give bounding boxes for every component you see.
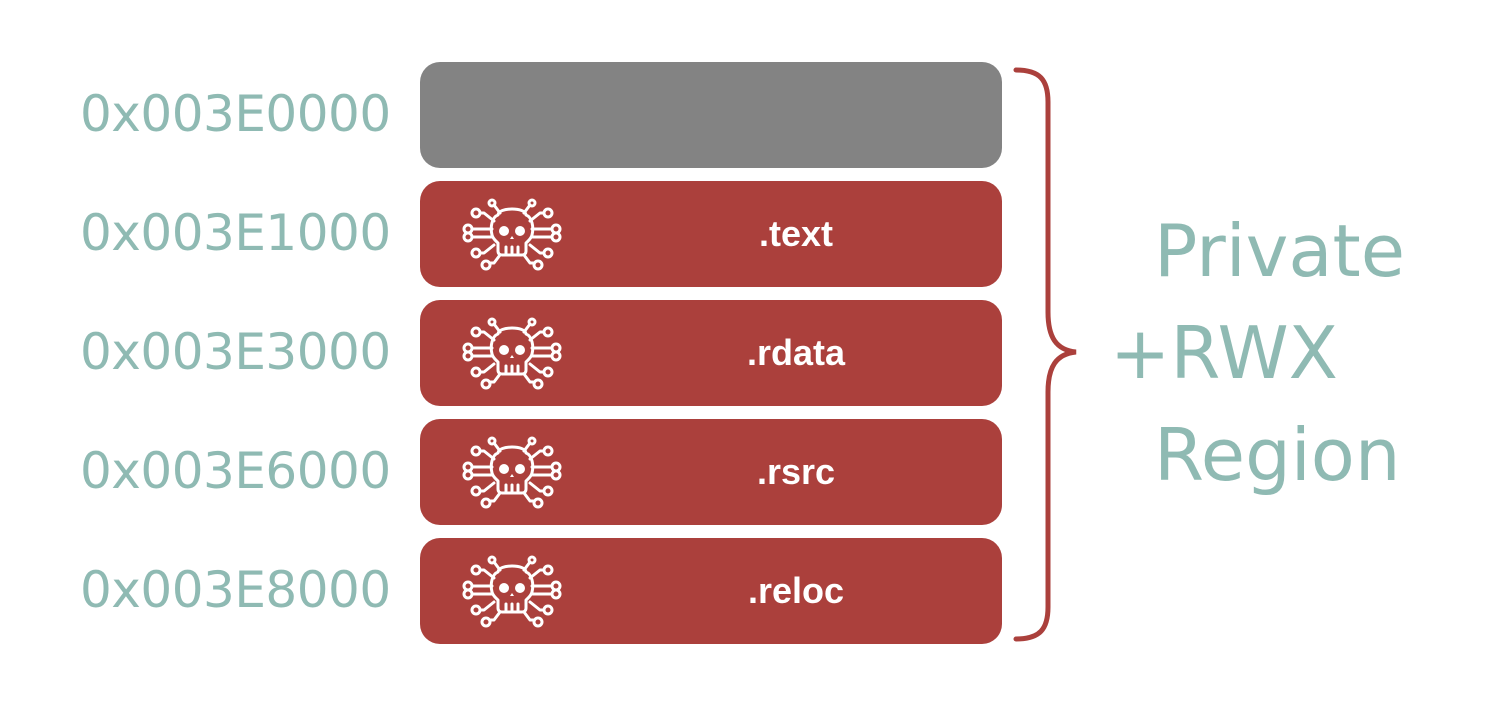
skull-circuit-icon [462, 436, 562, 509]
region-label: Private +RWX Region [1110, 200, 1500, 506]
region-label-line-2: +RWX [1110, 311, 1338, 395]
address-label-3: 0x003E6000 [80, 442, 391, 500]
region-label-line-3: Region [1154, 413, 1401, 497]
skull-circuit-icon [462, 198, 562, 271]
pe-header-block [420, 62, 1002, 168]
section-block-rdata: .rdata [420, 300, 1002, 406]
section-block-reloc: .reloc [420, 538, 1002, 644]
section-label: .rsrc [756, 451, 836, 492]
address-label-0: 0x003E0000 [80, 85, 391, 143]
region-label-line-1: Private [1154, 209, 1406, 293]
section-label: .reloc [747, 570, 845, 611]
region-brace [1013, 67, 1077, 642]
address-label-1: 0x003E1000 [80, 204, 391, 262]
skull-circuit-icon [462, 317, 562, 390]
section-label: .rdata [746, 332, 846, 373]
address-label-4: 0x003E8000 [80, 561, 391, 619]
section-block-rsrc: .rsrc [420, 419, 1002, 525]
section-block-text: .text [420, 181, 1002, 287]
skull-circuit-icon [462, 555, 562, 628]
address-label-2: 0x003E3000 [80, 323, 391, 381]
section-label: .text [758, 213, 834, 254]
